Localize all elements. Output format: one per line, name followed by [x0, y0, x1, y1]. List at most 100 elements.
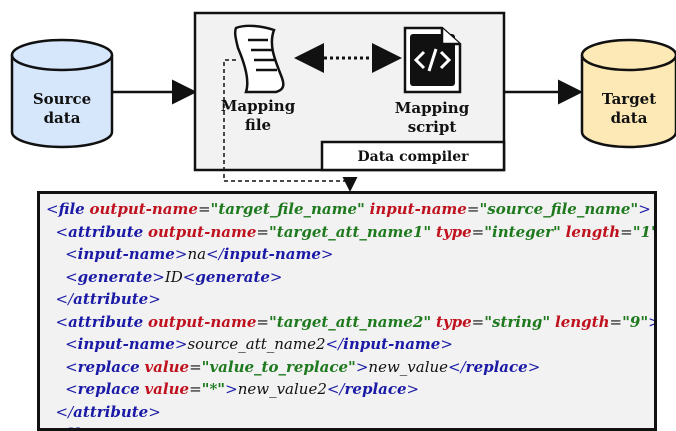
xml-attribute-name: value	[144, 380, 190, 398]
xml-attribute-value: "*"	[201, 380, 226, 398]
xml-punctuation: >	[648, 313, 654, 331]
xml-attribute-value: "value_to_replace"	[201, 357, 356, 376]
xml-attribute-value: "string"	[484, 312, 551, 331]
xml-punctuation: <	[65, 380, 78, 398]
xml-punctuation: <	[65, 267, 78, 286]
xml-line: </attribute>	[46, 401, 654, 424]
xml-equals: =	[189, 357, 202, 376]
xml-punctuation: </	[325, 335, 344, 353]
xml-equals: =	[197, 200, 211, 218]
xml-punctuation: <	[55, 222, 69, 241]
mapping-script-label-line1: Mapping	[395, 99, 470, 117]
target-data-cylinder: Target data	[580, 38, 676, 149]
xml-punctuation: <	[46, 200, 59, 218]
xml-line: <replace value="value_to_replace">new_va…	[46, 356, 654, 379]
xml-line: <replace value="*">new_value2</replace>	[46, 378, 654, 401]
xml-attribute-value: "target_att_name1"	[268, 222, 432, 241]
xml-tag: input-name	[77, 335, 175, 353]
xml-attribute-value: "target_att_name2"	[268, 312, 432, 331]
xml-attribute-value: "1"	[632, 222, 657, 241]
xml-punctuation: >	[174, 245, 188, 263]
xml-attribute-value: "integer"	[484, 222, 561, 241]
xml-tag: attribute	[73, 290, 149, 308]
xml-attribute-name: output-name	[147, 222, 257, 241]
xml-tag: attribute	[68, 312, 144, 331]
xml-attribute-value: "9"	[622, 312, 649, 331]
xml-text: new_value2	[237, 380, 327, 398]
xml-punctuation: >	[148, 402, 161, 421]
xml-text: ID	[164, 267, 183, 286]
source-label-line1: Source	[33, 90, 91, 108]
xml-punctuation: >	[148, 290, 161, 308]
mapping-file-label-line1: Mapping	[221, 97, 296, 115]
xml-punctuation: </	[326, 380, 345, 398]
xml-punctuation: <	[65, 335, 78, 353]
pipeline-diagram: Source data Data compiler Mapping file M…	[10, 11, 676, 192]
xml-equals: =	[609, 312, 623, 331]
xml-attribute-name: length	[565, 222, 621, 241]
xml-equals: =	[256, 222, 269, 241]
xml-punctuation: >	[638, 200, 651, 218]
xml-equals: =	[471, 222, 485, 241]
code-file-icon	[403, 26, 462, 94]
xml-equals: =	[620, 222, 633, 241]
xml-line: <attribute output-name="target_att_name1…	[46, 221, 654, 244]
xml-text: new_value	[368, 357, 449, 376]
xml-attribute-name: type	[435, 222, 472, 241]
mapping-file-label-line2: file	[245, 116, 271, 134]
xml-line: <generate>ID<generate>	[46, 266, 654, 289]
xml-line: <input-name>na</input-name>	[46, 243, 654, 266]
xml-punctuation: >	[355, 357, 369, 376]
target-label-line1: Target	[602, 90, 656, 108]
xml-tag: input-name	[343, 335, 441, 353]
xml-punctuation: >	[440, 335, 453, 353]
xml-attribute-name: type	[435, 312, 472, 331]
xml-punctuation: <	[55, 312, 69, 331]
xml-tag: replace	[77, 380, 140, 398]
xml-equals: =	[189, 380, 202, 398]
xml-punctuation: </	[55, 290, 74, 308]
xml-equals: =	[466, 200, 480, 218]
xml-tag: generate	[195, 267, 270, 286]
xml-tag: replace	[77, 357, 140, 376]
xml-punctuation: >	[269, 267, 283, 286]
xml-equals: =	[471, 312, 485, 331]
xml-tag: attribute	[68, 222, 144, 241]
dashed-connector-arrow	[223, 59, 358, 192]
xml-tag: generate	[77, 267, 153, 286]
xml-equals: =	[256, 312, 269, 331]
mapping-file-xml: <file output-name="target_file_name" inp…	[37, 191, 657, 431]
xml-punctuation: <	[65, 357, 78, 376]
xml-tag: input-name	[223, 245, 321, 263]
xml-attribute-value: "target_file_name"	[210, 200, 365, 218]
xml-punctuation: </	[46, 425, 64, 428]
xml-punctuation: >	[90, 425, 103, 428]
xml-tag: file	[58, 200, 85, 218]
xml-attribute-name: output-name	[89, 200, 198, 218]
xml-tag: attribute	[73, 402, 149, 421]
target-label-line2: data	[611, 109, 648, 127]
xml-punctuation: >	[527, 357, 541, 376]
source-label-line2: data	[44, 109, 81, 127]
xml-line: <file output-name="target_file_name" inp…	[46, 198, 654, 221]
xml-punctuation: >	[406, 380, 420, 398]
xml-line: </file>	[46, 423, 654, 428]
xml-punctuation: >	[174, 335, 188, 353]
xml-punctuation: </	[448, 357, 466, 376]
xml-line: <input-name>source_att_name2</input-name…	[46, 333, 654, 356]
xml-punctuation: </	[55, 402, 74, 421]
xml-punctuation: </	[206, 245, 224, 263]
xml-text: na	[187, 245, 207, 263]
xml-punctuation: >	[152, 267, 165, 286]
xml-line: <attribute output-name="target_att_name2…	[46, 311, 654, 334]
source-data-cylinder: Source data	[10, 38, 114, 149]
xml-attribute-value: "source_file_name"	[479, 200, 639, 218]
mapping-script-label-line2: script	[408, 118, 457, 136]
xml-line: </attribute>	[46, 288, 654, 311]
document-scroll-icon	[233, 24, 285, 94]
xml-tag: replace	[465, 357, 528, 376]
xml-tag: replace	[344, 380, 407, 398]
xml-attribute-name: value	[144, 357, 190, 376]
xml-punctuation: <	[65, 245, 78, 263]
xml-tag: file	[64, 425, 90, 428]
